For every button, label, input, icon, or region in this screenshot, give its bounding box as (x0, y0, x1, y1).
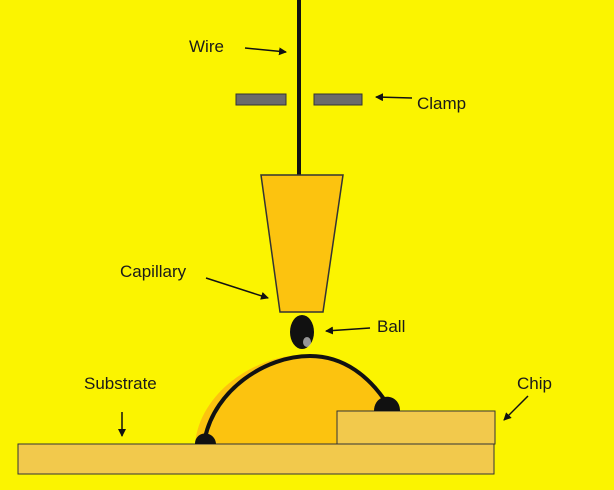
capillary-label: Capillary (120, 262, 187, 281)
substrate-shape (17, 443, 495, 475)
ball-highlight (303, 337, 311, 347)
chip-bond-foot (374, 396, 400, 411)
wire-arrow (244, 47, 287, 56)
clamp-label: Clamp (417, 94, 466, 113)
chip-arrow (503, 395, 529, 421)
clamp-left-jaw (235, 93, 287, 106)
bond-dome (195, 354, 386, 444)
bond-wire-loop (203, 353, 388, 439)
ball-label: Ball (377, 317, 405, 336)
chip-label: Chip (517, 374, 552, 393)
wire-label: Wire (189, 37, 224, 56)
clamp-right-jaw (313, 93, 363, 106)
ball-arrow (325, 326, 371, 335)
clamp-arrow (375, 93, 413, 102)
capillary-shape (260, 174, 344, 313)
substrate-label: Substrate (84, 374, 157, 393)
substrate-bond-foot (195, 433, 216, 444)
chip-shape (336, 410, 496, 445)
capillary-arrow (205, 277, 269, 300)
